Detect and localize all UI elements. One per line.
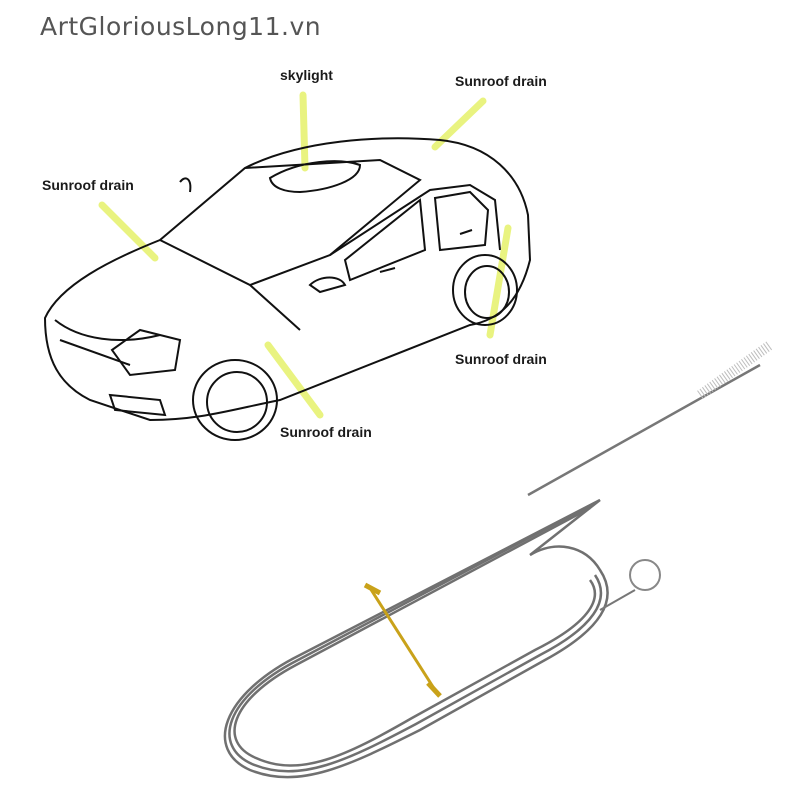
car-outline bbox=[43, 137, 532, 441]
label-sunroof-drain-rear-wheel: Sunroof drain bbox=[455, 351, 547, 367]
label-skylight: skylight bbox=[280, 67, 333, 83]
watermark: ArtGloriousLong11.vn bbox=[40, 12, 322, 41]
label-sunroof-drain-front-wheel: Sunroof drain bbox=[280, 424, 372, 440]
drain-brush bbox=[223, 340, 773, 779]
label-sunroof-drain-rear-top: Sunroof drain bbox=[455, 73, 547, 89]
label-sunroof-drain-front-left: Sunroof drain bbox=[42, 177, 134, 193]
highlight-markers bbox=[98, 91, 512, 419]
